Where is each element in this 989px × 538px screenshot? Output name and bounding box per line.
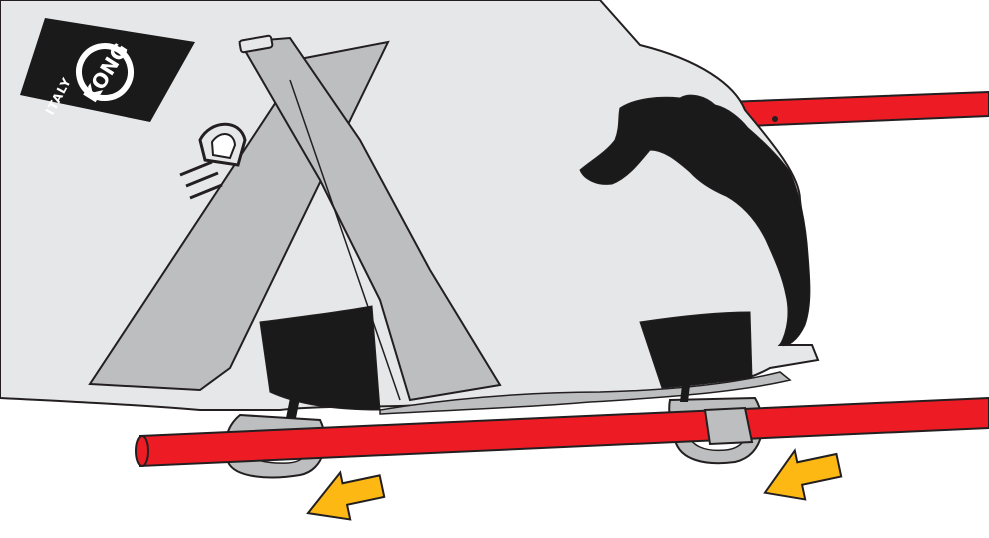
left-insert-arrow (301, 465, 387, 528)
right-insert-arrow (758, 442, 845, 507)
black-pocket-left (260, 306, 380, 410)
right-loop-front (705, 408, 752, 444)
d-ring-buckle (200, 124, 245, 165)
